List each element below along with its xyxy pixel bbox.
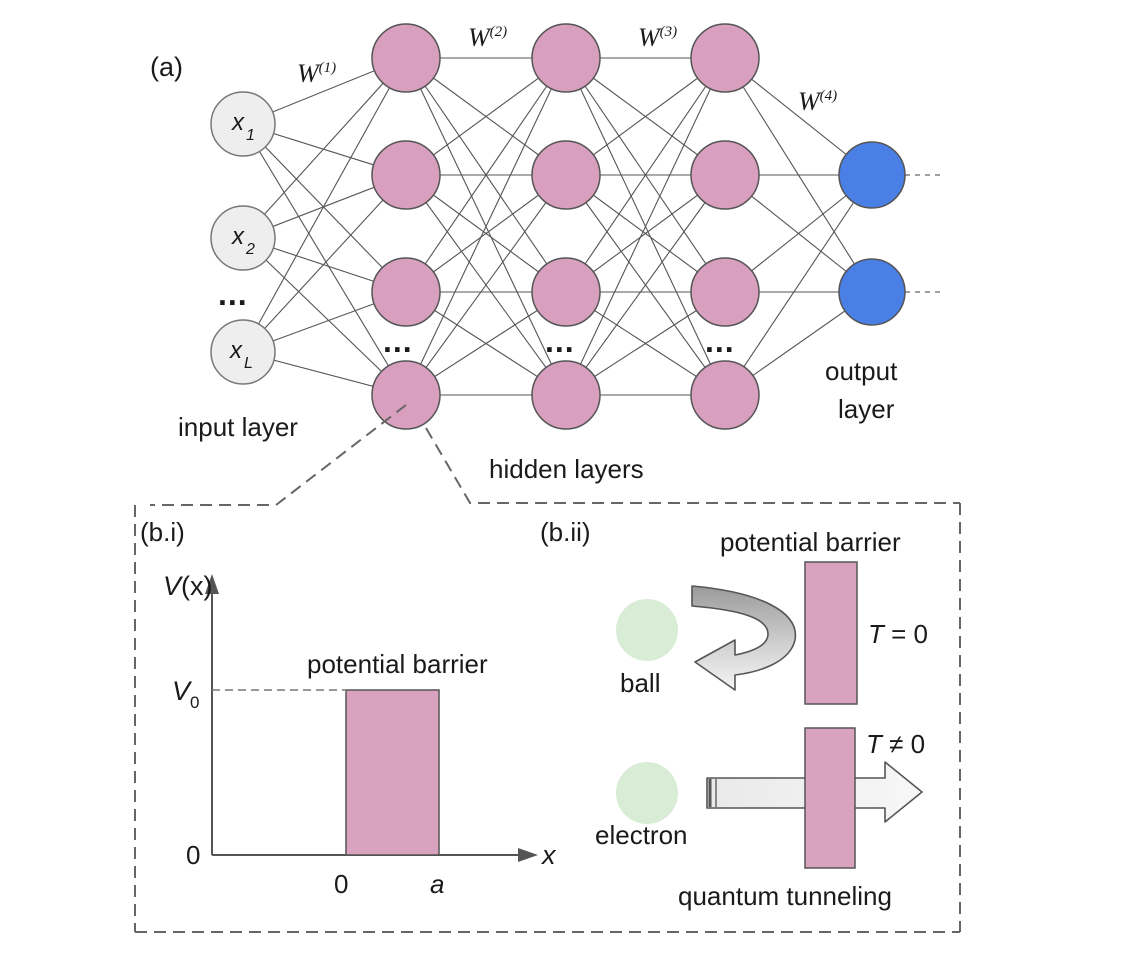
connection-l1-3-1 — [242, 57, 407, 353]
input-node-2 — [210, 205, 276, 271]
connection-l1-2-1 — [242, 57, 407, 239]
output-layer-nodes — [838, 141, 906, 326]
connection-l3-3-1 — [565, 57, 726, 293]
panel-b-i-label: (b.i) — [140, 517, 185, 547]
output-layer-label-line1: output — [825, 356, 898, 386]
weight-label-3: W(3) — [638, 23, 677, 52]
hidden-node-2-4 — [531, 360, 601, 430]
connection-l2-4-2 — [405, 174, 567, 396]
hidden-ellipsis-2: ... — [545, 323, 575, 359]
hidden-node-3-2 — [690, 140, 760, 210]
panel-b-ii-label: (b.ii) — [540, 517, 591, 547]
reflecting-barrier-rect — [804, 561, 858, 705]
ball-label: ball — [620, 668, 660, 698]
connection-l3-4-1 — [565, 57, 726, 396]
barrier-label-b-ii: potential barrier — [720, 527, 901, 557]
weight-label-2: W(2) — [468, 23, 507, 52]
hidden-node-2-2 — [531, 140, 601, 210]
hidden-layer-nodes — [371, 23, 760, 430]
connection-l4-4-1 — [724, 174, 873, 396]
ball-particle — [616, 599, 678, 661]
connection-l1-2-4 — [242, 237, 407, 396]
hidden-node-1-1 — [371, 23, 441, 93]
x-axis-arrowhead — [518, 848, 538, 862]
x-axis-label: x — [540, 840, 557, 870]
hidden-ellipsis-3: ... — [705, 323, 735, 359]
hidden-node-2-3 — [531, 257, 601, 327]
hidden-node-2-1 — [531, 23, 601, 93]
connection-l1-1-3 — [242, 123, 407, 293]
connection-l1-3-2 — [242, 174, 407, 353]
input-ellipsis: ... — [218, 276, 248, 312]
barrier-label-b-i: potential barrier — [307, 649, 488, 679]
output-layer-label-line2: layer — [838, 394, 895, 424]
t-nonzero-label: T ≠ 0 — [866, 729, 925, 759]
input-node-L — [210, 319, 276, 385]
hidden-node-3-3 — [690, 257, 760, 327]
connection-l2-3-1 — [405, 57, 567, 293]
y-axis-label: V(x) — [163, 571, 213, 601]
x-tick-zero: 0 — [334, 869, 348, 899]
connection-l2-4-1 — [405, 57, 567, 396]
potential-barrier-rect — [345, 689, 440, 856]
x-tick-a: a — [430, 869, 444, 899]
input-layer-label: input layer — [178, 412, 298, 442]
panel-b-box — [134, 503, 961, 933]
electron-particle — [616, 762, 678, 824]
panel-a-label: (a) — [150, 52, 183, 82]
hidden-node-1-3 — [371, 257, 441, 327]
connection-l1-1-4 — [242, 123, 407, 396]
hidden-node-1-2 — [371, 140, 441, 210]
hidden-node-3-4 — [690, 360, 760, 430]
panel-b-i: (b.i) V(x) V0 0 potential barrier 0 a x — [140, 517, 557, 899]
hidden-ellipsis-1: ... — [383, 323, 413, 359]
electron-label: electron — [595, 820, 688, 850]
reflection-arrow-icon — [691, 585, 797, 691]
zoom-connector — [150, 404, 960, 506]
weight-label-4: W(4) — [798, 87, 837, 116]
quantum-tunneling-label: quantum tunneling — [678, 881, 892, 911]
panel-b-ii: (b.ii) potential barrier ball T = 0 elec… — [540, 517, 928, 911]
hidden-node-3-1 — [690, 23, 760, 93]
weight-label-1: W(1) — [297, 59, 336, 88]
output-node-2 — [838, 258, 906, 326]
connection-l3-4-2 — [565, 174, 726, 396]
hidden-layers-label: hidden layers — [489, 454, 644, 484]
tunneling-barrier-rect — [804, 727, 856, 869]
output-node-1 — [838, 141, 906, 209]
y-tick-v0: V0 — [172, 676, 199, 712]
hidden-node-1-4 — [371, 360, 441, 430]
y-tick-zero: 0 — [186, 840, 200, 870]
input-node-1 — [210, 91, 276, 157]
t-zero-label: T = 0 — [868, 619, 928, 649]
y-axis-arrowhead — [205, 574, 219, 594]
